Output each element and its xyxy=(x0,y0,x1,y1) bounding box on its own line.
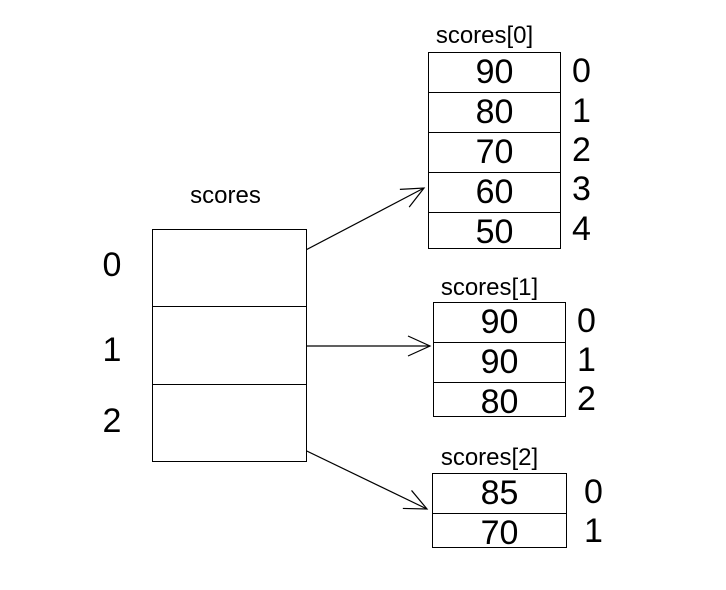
main-array-index-0: 0 xyxy=(102,246,122,284)
cell-value: 80 xyxy=(475,93,514,131)
subarray-1-index-1: 1 xyxy=(577,341,596,379)
subarray-2-cell-1: 70 xyxy=(433,513,566,553)
main-array-cell-1 xyxy=(153,306,306,383)
subarray-0-box: 90 80 70 60 50 xyxy=(428,52,561,252)
subarray-0-cell-1: 80 xyxy=(429,92,560,132)
cell-value: 90 xyxy=(480,303,519,341)
subarray-1-cell-0: 90 xyxy=(434,303,565,342)
cell-value: 90 xyxy=(475,53,514,91)
subarray-2-index-0: 0 xyxy=(584,473,603,511)
main-array-cell-0 xyxy=(153,230,306,306)
subarray-0-title: scores[0] xyxy=(435,22,534,49)
main-array-title: scores xyxy=(190,182,261,209)
main-array-box xyxy=(152,229,307,462)
subarray-2-index-1: 1 xyxy=(584,512,603,550)
subarray-1-box: 90 90 80 xyxy=(433,302,566,421)
subarray-2-box: 85 70 xyxy=(432,473,567,552)
subarray-0-cell-2: 70 xyxy=(429,132,560,172)
subarray-1-index-0: 0 xyxy=(577,302,596,340)
subarray-1-cell-1: 90 xyxy=(434,342,565,382)
subarray-2-index-column: 0 1 xyxy=(584,473,624,550)
main-array-cell-2 xyxy=(153,383,306,461)
subarray-0-index-3: 3 xyxy=(572,170,591,209)
subarray-1-index-column: 0 1 2 xyxy=(577,302,617,418)
cell-value: 70 xyxy=(475,133,514,171)
subarray-0-index-2: 2 xyxy=(572,131,591,170)
subarray-0-index-column: 0 1 2 3 4 xyxy=(572,52,612,249)
subarray-1-index-2: 2 xyxy=(577,380,596,418)
cell-value: 60 xyxy=(475,173,514,211)
cell-value: 85 xyxy=(480,474,519,512)
cell-value: 50 xyxy=(475,213,514,251)
subarray-0-cell-3: 60 xyxy=(429,172,560,212)
subarray-2-cell-0: 85 xyxy=(433,474,566,513)
subarray-1-title: scores[1] xyxy=(440,274,539,301)
subarray-0-index-1: 1 xyxy=(572,91,591,130)
subarray-0-cell-0: 90 xyxy=(429,53,560,92)
cell-value: 90 xyxy=(480,343,519,381)
cell-value: 70 xyxy=(480,514,519,552)
main-array-index-1: 1 xyxy=(102,331,122,369)
subarray-2-title: scores[2] xyxy=(440,444,539,471)
cell-value: 80 xyxy=(480,383,519,421)
subarray-0-cell-4: 50 xyxy=(429,212,560,252)
subarray-0-index-0: 0 xyxy=(572,52,591,91)
subarray-1-cell-2: 80 xyxy=(434,382,565,422)
main-array-index-2: 2 xyxy=(102,402,122,440)
subarray-0-index-4: 4 xyxy=(572,209,591,248)
